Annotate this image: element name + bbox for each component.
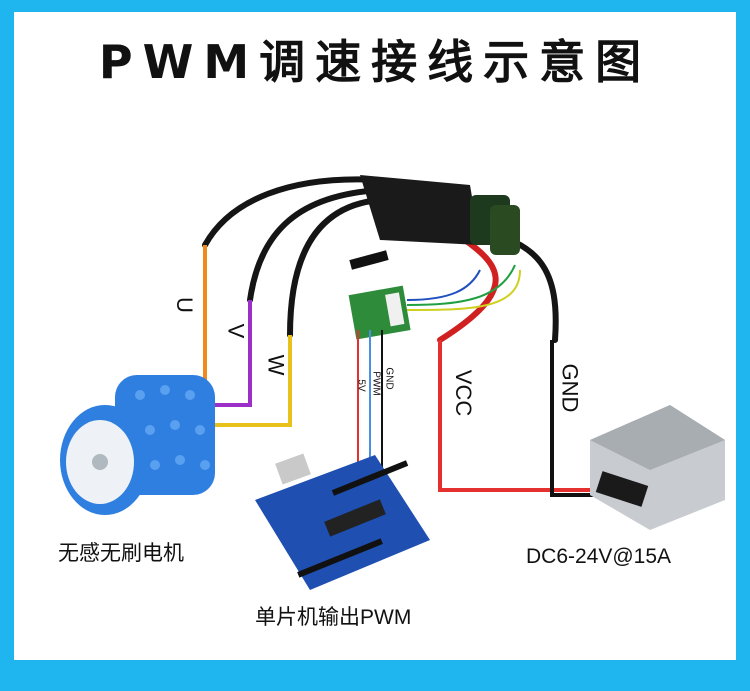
signal-board: [348, 264, 521, 340]
phase-w-wire: [210, 335, 292, 427]
supply-caption: DC6-24V@15A: [526, 545, 672, 568]
signal-5v-label: 5V: [355, 379, 367, 392]
signal-gnd-label: GND: [383, 367, 395, 390]
signal-pwm-label: PWM: [370, 371, 382, 396]
esc-controller: [360, 175, 520, 255]
power-supply: [590, 405, 725, 530]
brushless-motor: [60, 375, 215, 515]
page-title: PWM调速接线示意图: [98, 35, 652, 89]
mcu-caption: 单片机输出PWM: [255, 606, 412, 629]
gnd-label: GND: [557, 363, 583, 413]
vcc-label: VCC: [451, 369, 477, 417]
gnd-wire: [550, 340, 600, 497]
phase-v-wire: [200, 300, 252, 407]
pin-header: [349, 250, 389, 270]
phase-u-wire: [190, 245, 207, 394]
mcu-board: [255, 453, 430, 590]
phase-u-label: U: [171, 297, 197, 313]
phase-v-label: V: [223, 323, 249, 339]
phase-w-label: W: [263, 354, 289, 376]
motor-caption: 无感无刷电机: [58, 542, 184, 565]
vcc-wire: [438, 340, 600, 492]
